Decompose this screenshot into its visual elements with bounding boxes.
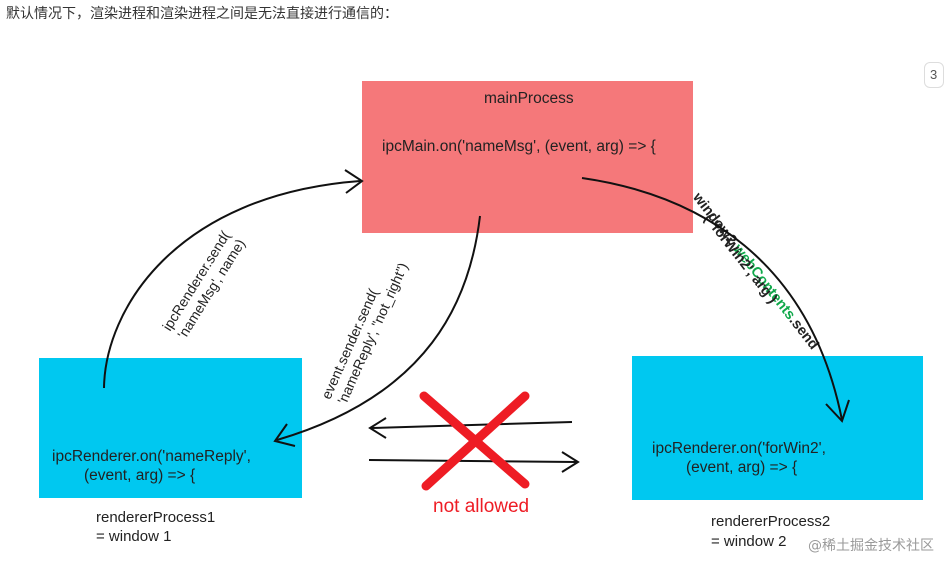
renderer2-label-line2: = window 2 [711, 533, 787, 550]
blocked-arrowhead-left-icon [368, 417, 387, 439]
renderer1-code-line1: ipcRenderer.on('nameReply', [52, 448, 251, 465]
blocked-arrow-left [371, 421, 573, 429]
blocked-arrow-right [368, 459, 577, 463]
send-arrowhead-icon [344, 169, 364, 194]
webcontents-arrow [581, 177, 843, 421]
blocked-arrowhead-right-icon [561, 451, 580, 473]
reply-arrow [276, 215, 481, 441]
main-process-title: mainProcess [484, 90, 574, 107]
reply-arrowhead-icon [273, 423, 296, 447]
send-arrow [103, 180, 361, 389]
caption-text: 默认情况下，渲染进程和渲染进程之间是无法直接进行通信的： [6, 6, 398, 22]
main-process-code: ipcMain.on('nameMsg', (event, arg) => { [382, 138, 656, 155]
watermark: @稀土掘金技术社区 [808, 538, 934, 554]
forbidden-cross-icon-b [421, 391, 530, 491]
main-process-box [362, 81, 693, 233]
webcontents-arrowhead-icon [825, 399, 850, 423]
renderer2-label-line1: rendererProcess2 [711, 513, 831, 530]
renderer2-code-line2: (event, arg) => { [686, 459, 798, 476]
renderer2-code-line1: ipcRenderer.on('forWin2', [652, 440, 826, 457]
renderer-process-1-box [39, 358, 302, 498]
renderer1-label-line1: rendererProcess1 [96, 509, 216, 526]
not-allowed-label: not allowed [433, 496, 530, 517]
renderer1-code-line2: (event, arg) => { [84, 467, 196, 484]
edge-badge[interactable]: 3 [924, 62, 944, 88]
renderer-process-2-box [632, 356, 923, 500]
renderer1-label-line2: = window 1 [96, 528, 172, 545]
